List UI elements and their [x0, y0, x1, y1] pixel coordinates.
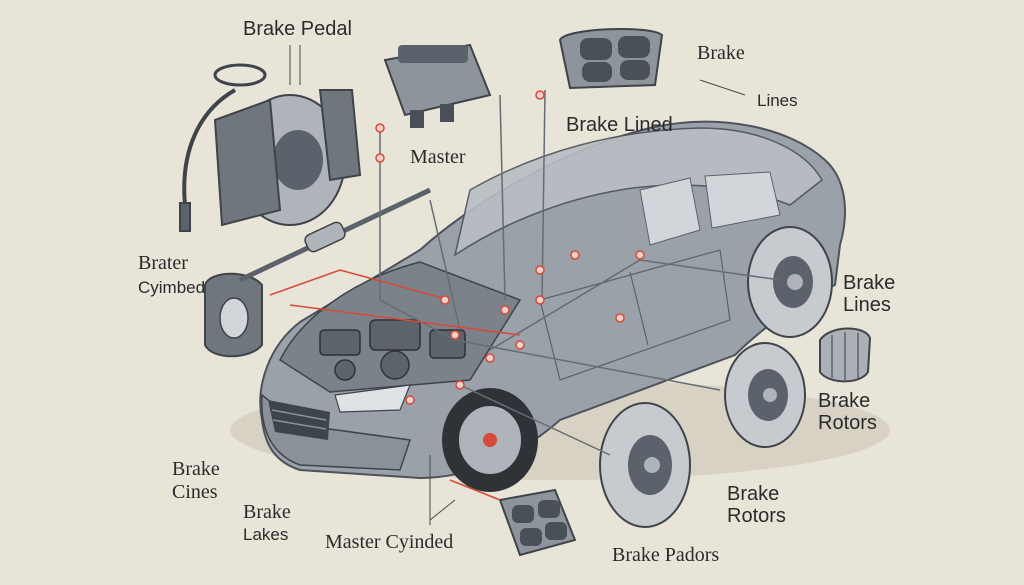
label-brake-cines-1: Brake	[172, 458, 220, 480]
rear-rotor-on-car	[747, 226, 833, 338]
label-brake-cines-2: Cines	[172, 481, 218, 503]
caliper-assembly	[213, 89, 362, 227]
label-brake-lakes-1: Brake	[243, 501, 291, 523]
label-brake-lines-right-2: Lines	[843, 294, 891, 316]
car-illustration	[259, 120, 846, 480]
label-lines-top: Lines	[757, 91, 798, 110]
front-wheel	[442, 388, 538, 492]
label-brake-lines-right-1: Brake	[843, 272, 896, 294]
label-brake-lined: Brake Lined	[566, 114, 673, 136]
red-accent-lines	[269, 269, 521, 501]
brake-pad-right	[819, 327, 872, 383]
master-cylinder-part	[383, 43, 492, 128]
label-brake-rotors-bottom-1: Brake	[727, 483, 780, 505]
leader-lines	[289, 45, 746, 525]
label-master: Master	[410, 146, 466, 168]
label-brake-pedal: Brake Pedal	[243, 18, 352, 40]
label-brake-padors: Brake Padors	[612, 544, 720, 566]
label-brake-top: Brake	[697, 42, 745, 64]
brake-pad-top	[558, 28, 664, 90]
label-cyimbed: Cyimbed	[138, 278, 206, 297]
brake-hose	[179, 63, 267, 232]
brake-lines	[379, 89, 781, 456]
rotor-right	[724, 342, 806, 448]
label-brater: Brater	[138, 252, 188, 274]
label-brake-rotors-right-2: Rotors	[818, 412, 877, 434]
label-master-cyinded: Master Cyinded	[325, 531, 454, 553]
label-brake-rotors-bottom-2: Rotors	[727, 505, 786, 527]
caliper-left	[204, 272, 263, 358]
brake-pad-bottom	[498, 488, 577, 557]
rotor-bottom	[599, 402, 691, 528]
label-brake-lakes-2: Lakes	[243, 525, 289, 544]
label-brake-rotors-right-1: Brake	[818, 390, 871, 412]
connection-points	[375, 90, 645, 405]
axle-rod	[238, 187, 432, 283]
